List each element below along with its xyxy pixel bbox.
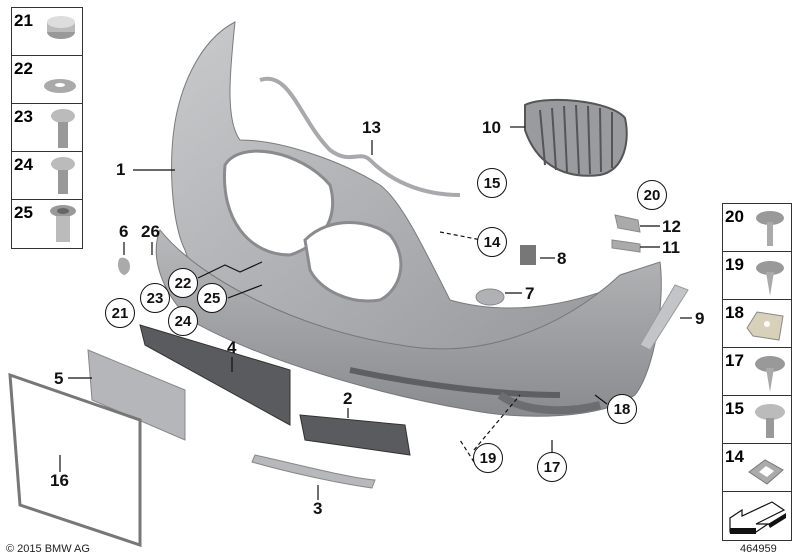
callout-12[interactable]: 12 xyxy=(662,217,681,236)
clip-nut-icon xyxy=(746,311,784,341)
callout-2[interactable]: 2 xyxy=(343,389,353,408)
part-number: 23 xyxy=(14,107,33,126)
carrier-16 xyxy=(8,372,142,548)
trim-3 xyxy=(251,454,376,489)
callout-24[interactable]: 24 xyxy=(168,306,198,336)
pan-screw-icon xyxy=(755,404,785,438)
callout-14[interactable]: 14 xyxy=(477,227,507,257)
part-number: 18 xyxy=(725,303,744,322)
lower-grille-4 xyxy=(139,324,291,426)
part-14-cell[interactable]: 14 xyxy=(723,444,791,492)
callout-1[interactable]: 1 xyxy=(116,160,126,179)
part-25-cell[interactable]: 25 xyxy=(12,200,82,247)
direction-arrow-cell xyxy=(723,492,791,539)
callout-4[interactable]: 4 xyxy=(227,338,237,357)
front-bumper-panel xyxy=(155,21,662,417)
square-nut-icon xyxy=(748,459,784,485)
callout-9[interactable]: 9 xyxy=(695,309,705,328)
direction-arrow-icon xyxy=(729,501,786,534)
callout-17[interactable]: 17 xyxy=(537,452,567,482)
part-15-cell[interactable]: 15 xyxy=(723,396,791,444)
trim-strip-9 xyxy=(639,284,689,351)
callout-18[interactable]: 18 xyxy=(607,394,637,424)
part-19-cell[interactable]: 19 xyxy=(723,252,791,300)
part-21-cell[interactable]: 21 xyxy=(12,8,82,56)
cap-icon xyxy=(47,16,75,39)
part-number: 21 xyxy=(14,11,33,30)
grille-2 xyxy=(299,414,411,456)
part-24-cell[interactable]: 24 xyxy=(12,152,82,200)
license-plate-base-5 xyxy=(87,349,186,441)
copyright: © 2015 BMW AG xyxy=(6,543,90,555)
part-20-cell[interactable]: 20 xyxy=(723,204,791,252)
hex-screw-icon xyxy=(756,211,784,246)
part-17-cell[interactable]: 17 xyxy=(723,348,791,396)
leader-lines xyxy=(59,126,692,500)
callout-13[interactable]: 13 xyxy=(362,118,381,137)
callout-3[interactable]: 3 xyxy=(313,499,323,518)
bracket-8 xyxy=(520,245,536,265)
part-number: 22 xyxy=(14,59,33,78)
callout-25[interactable]: 25 xyxy=(197,283,227,313)
callout-11[interactable]: 11 xyxy=(662,238,680,257)
kidney-grille xyxy=(524,98,628,177)
bracket-12 xyxy=(614,214,641,233)
callout-6[interactable]: 6 xyxy=(119,222,129,241)
hex-screw-icon xyxy=(756,261,784,296)
reflector-6 xyxy=(117,257,131,275)
callout-21[interactable]: 21 xyxy=(105,298,135,328)
callout-10[interactable]: 10 xyxy=(482,118,501,137)
callout-8[interactable]: 8 xyxy=(557,249,567,268)
screw-icon xyxy=(51,157,75,194)
callout-15[interactable]: 15 xyxy=(477,168,507,198)
sleeve-nut-icon xyxy=(50,205,76,242)
callout-5[interactable]: 5 xyxy=(54,369,64,388)
fasteners-panel-left: 21 22 23 24 25 xyxy=(11,7,83,249)
part-number: 15 xyxy=(725,399,744,418)
callout-20[interactable]: 20 xyxy=(637,180,667,210)
callout-19[interactable]: 19 xyxy=(473,443,503,473)
part-18-cell[interactable]: 18 xyxy=(723,300,791,348)
part-number: 20 xyxy=(725,207,744,226)
screw-icon xyxy=(51,109,75,148)
part-number: 25 xyxy=(14,203,33,222)
part-22-cell[interactable]: 22 xyxy=(12,56,82,104)
cover-7 xyxy=(475,288,505,306)
callout-23[interactable]: 23 xyxy=(140,283,170,313)
part-23-cell[interactable]: 23 xyxy=(12,104,82,152)
fasteners-panel-right: 20 19 18 17 15 14 xyxy=(722,203,792,541)
washer-icon xyxy=(44,79,76,93)
part-number: 14 xyxy=(725,447,744,466)
hex-screw-icon xyxy=(755,356,785,392)
callout-7[interactable]: 7 xyxy=(525,284,535,303)
callout-16[interactable]: 16 xyxy=(50,471,69,490)
callout-22[interactable]: 22 xyxy=(168,268,198,298)
part-number: 17 xyxy=(725,351,744,370)
diagram-id: 464959 xyxy=(740,543,777,555)
callout-26[interactable]: 26 xyxy=(141,222,160,241)
part-number: 19 xyxy=(725,255,744,274)
part-number: 24 xyxy=(14,155,33,174)
bracket-11 xyxy=(611,239,641,253)
